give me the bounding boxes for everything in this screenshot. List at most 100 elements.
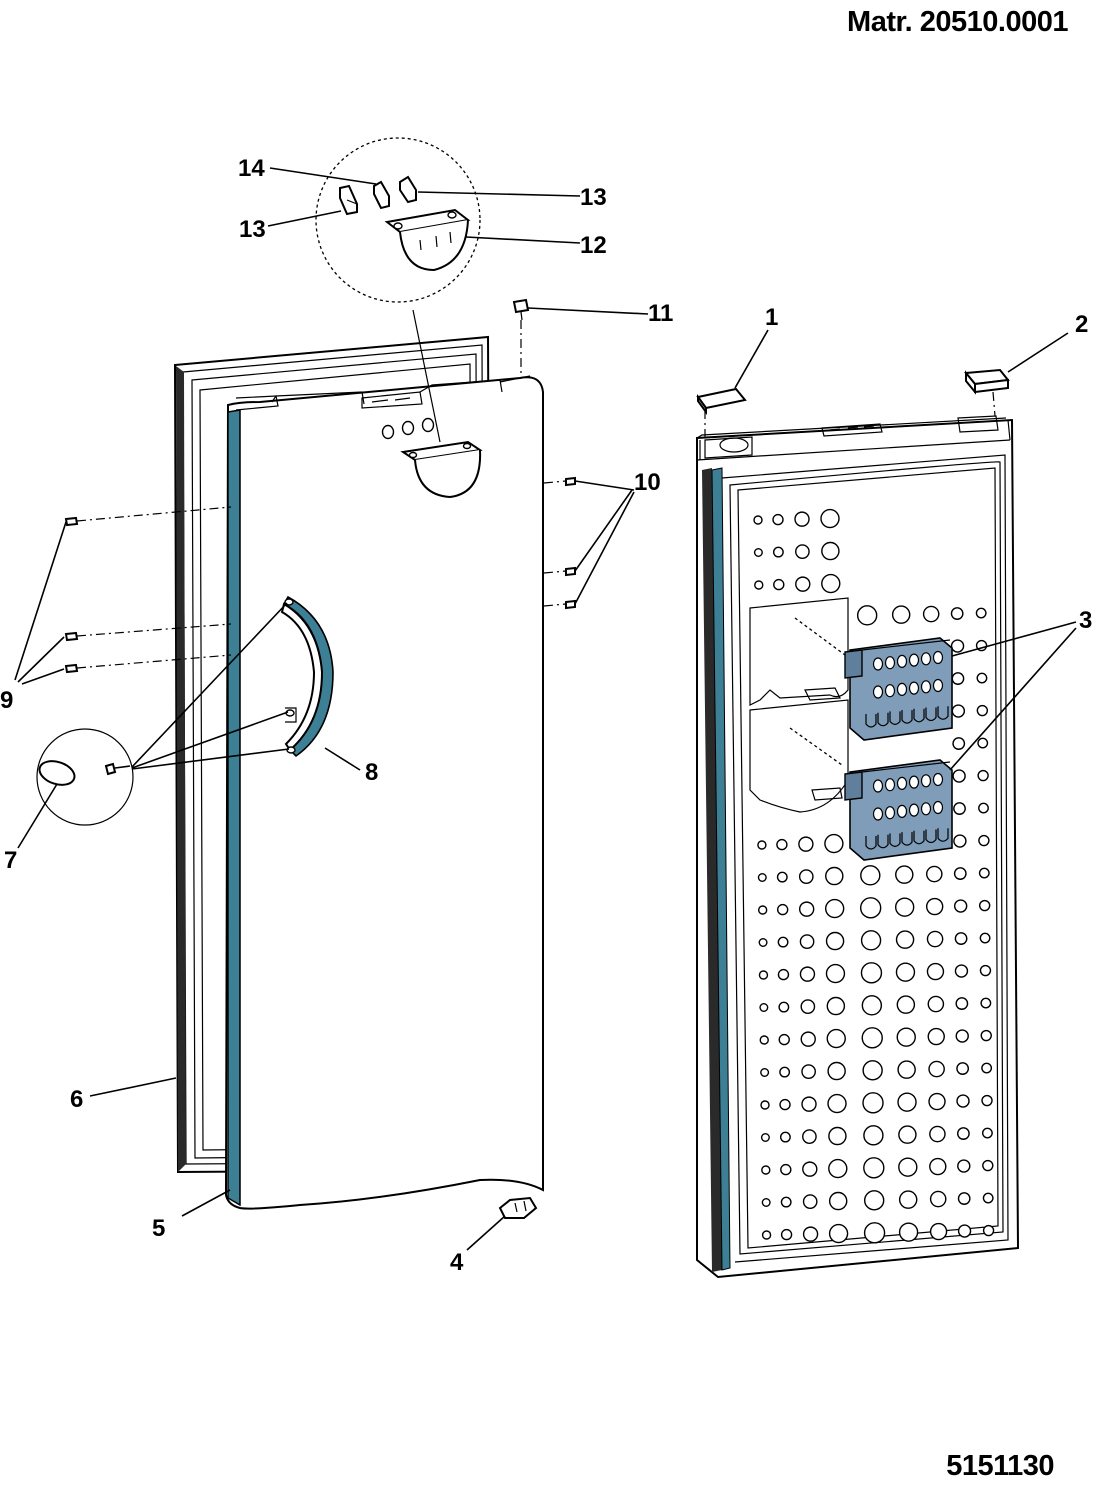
perforation-hole bbox=[897, 1092, 917, 1112]
egg-hole bbox=[872, 685, 884, 699]
egg-tray-foot bbox=[889, 833, 901, 847]
perforation-hole bbox=[757, 840, 767, 850]
perforation-pattern bbox=[753, 508, 995, 1244]
egg-hole bbox=[920, 774, 932, 788]
perforation-hole bbox=[777, 936, 789, 948]
perforation-hole bbox=[952, 737, 966, 750]
egg-hole bbox=[908, 653, 920, 667]
callout-14: 14 bbox=[238, 155, 265, 182]
screws-10[interactable] bbox=[543, 476, 576, 610]
perforation-hole bbox=[982, 1192, 994, 1204]
perforation-hole bbox=[776, 871, 788, 883]
egg-tray-foot bbox=[925, 707, 937, 722]
egg-hole bbox=[908, 681, 920, 695]
egg-hole bbox=[884, 806, 896, 820]
hinge-cap-2[interactable] bbox=[964, 368, 1010, 417]
perforation-hole bbox=[957, 1159, 971, 1173]
perforation-hole bbox=[802, 1129, 817, 1144]
egg-tray-foot bbox=[913, 830, 925, 845]
egg-tray-foot bbox=[889, 711, 901, 725]
perforation-hole bbox=[982, 1224, 995, 1237]
egg-hole bbox=[896, 654, 908, 669]
perforation-hole bbox=[956, 1062, 970, 1075]
plug-7[interactable] bbox=[36, 757, 77, 789]
egg-hole bbox=[896, 804, 908, 819]
egg-hole bbox=[896, 682, 908, 697]
perforation-hole bbox=[929, 1125, 946, 1143]
perforation-hole bbox=[980, 1029, 992, 1042]
perforation-hole bbox=[826, 1028, 846, 1049]
top-cover-installed[interactable] bbox=[400, 440, 483, 499]
perforation-hole bbox=[798, 901, 815, 917]
egg-hole bbox=[920, 680, 932, 694]
perforation-hole bbox=[780, 1228, 793, 1241]
screw-11[interactable] bbox=[512, 298, 530, 376]
hinge-cap-1[interactable] bbox=[696, 387, 747, 438]
perforation-hole bbox=[926, 962, 945, 981]
perforation-hole bbox=[761, 1230, 772, 1240]
callout-labels: 1 2 3 4 5 6 7 8 9 10 11 12 13 13 14 bbox=[0, 155, 1092, 1276]
egg-hole bbox=[920, 652, 932, 666]
perforation-hole bbox=[891, 605, 911, 624]
callout-9: 9 bbox=[0, 687, 13, 714]
perforation-hole bbox=[860, 930, 882, 951]
egg-tray-upper[interactable] bbox=[844, 637, 953, 741]
perforation-hole bbox=[860, 962, 883, 984]
perforation-hole bbox=[794, 511, 810, 527]
perforation-hole bbox=[897, 1060, 916, 1079]
bracket-13-right[interactable] bbox=[399, 175, 417, 204]
perforation-hole bbox=[753, 548, 763, 558]
perforation-hole bbox=[928, 1092, 946, 1111]
perforation-hole bbox=[772, 546, 784, 558]
perforation-hole bbox=[780, 1196, 792, 1208]
perforation-hole bbox=[898, 1190, 918, 1209]
perforation-hole bbox=[761, 1165, 771, 1175]
egg-hole bbox=[908, 775, 920, 789]
perforation-hole bbox=[761, 1197, 771, 1207]
perforation-hole bbox=[927, 995, 945, 1013]
perforation-hole bbox=[802, 1161, 818, 1177]
door-handle[interactable] bbox=[280, 595, 334, 758]
egg-tray-lower[interactable] bbox=[844, 759, 953, 861]
perforation-hole bbox=[801, 1096, 817, 1112]
perforation-hole bbox=[777, 968, 790, 981]
perforation-hole bbox=[979, 964, 992, 977]
egg-hole bbox=[884, 684, 896, 698]
cover-12-detail[interactable] bbox=[384, 208, 471, 272]
egg-holes-lower bbox=[865, 772, 949, 850]
perforation-hole bbox=[859, 897, 882, 919]
screws-9[interactable] bbox=[14, 506, 232, 685]
perforation-hole bbox=[824, 833, 844, 854]
perforation-hole bbox=[824, 898, 845, 919]
perforation-hole bbox=[977, 769, 989, 782]
perforation-hole bbox=[760, 1067, 770, 1077]
callout-7: 7 bbox=[4, 847, 17, 874]
bracket-13-left[interactable] bbox=[339, 184, 358, 216]
egg-hole bbox=[920, 802, 932, 816]
perforation-hole bbox=[952, 769, 966, 783]
perforation-hole bbox=[754, 580, 764, 590]
perforation-hole bbox=[957, 1192, 971, 1205]
perforation-hole bbox=[954, 932, 968, 945]
egg-hole bbox=[932, 650, 944, 665]
perforation-hole bbox=[828, 1126, 847, 1146]
perforation-hole bbox=[898, 1125, 917, 1144]
egg-hole bbox=[896, 776, 908, 791]
callout-10: 10 bbox=[634, 469, 661, 496]
perforation-hole bbox=[826, 996, 846, 1016]
perforation-hole bbox=[799, 966, 816, 982]
bottom-hinge-4[interactable] bbox=[498, 1196, 538, 1219]
perforation-hole bbox=[863, 1222, 886, 1244]
perforation-hole bbox=[953, 899, 968, 913]
outer-door-panel[interactable] bbox=[224, 375, 544, 1210]
perforation-hole bbox=[862, 1092, 884, 1114]
perforation-hole bbox=[758, 970, 769, 980]
egg-tray-foot bbox=[865, 714, 877, 728]
perforation-hole bbox=[820, 508, 840, 529]
perforation-hole bbox=[779, 1131, 791, 1143]
perforation-hole bbox=[978, 867, 990, 879]
screw-7-detail[interactable] bbox=[104, 762, 131, 776]
bracket-14[interactable] bbox=[373, 180, 390, 210]
perforation-hole bbox=[779, 1098, 791, 1111]
egg-tray-foot bbox=[937, 828, 949, 842]
